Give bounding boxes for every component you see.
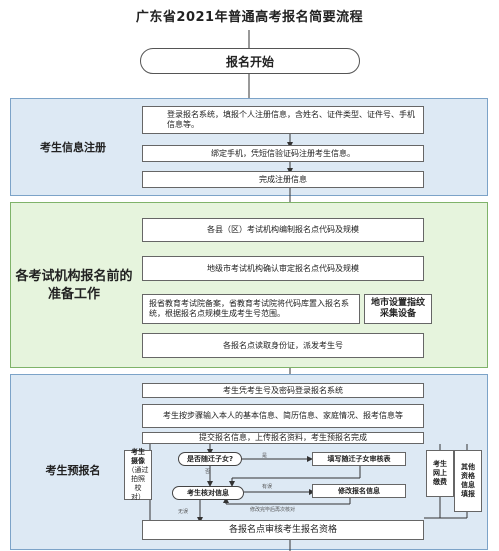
submit-info-box: 提交报名信息，上传报名资料，考生预报名完成 xyxy=(142,432,424,444)
fingerprint-device-box: 地市设置指纹采集设备 xyxy=(364,294,432,324)
check-info-node: 考生核对信息 xyxy=(172,486,244,500)
id-read-box: 各报名点读取身份证，派发考生号 xyxy=(142,333,424,358)
decision-migrant-child: 是否随迁子女? xyxy=(178,452,242,466)
city-confirm-text: 地级市考试机构确认审定报名点代码及规模 xyxy=(207,263,359,273)
bind-phone-box: 绑定手机，凭短信验证码注册考生信息。 xyxy=(142,145,424,162)
section-label-pre-registration: 考生预报名 xyxy=(45,464,101,477)
camera-line-2: 摄像 xyxy=(131,457,145,465)
correct-label: 无误 xyxy=(178,509,189,515)
input-info-box: 考生按步骤输入本人的基本信息、简历信息、家庭情况、报考信息等 xyxy=(142,404,424,428)
qualification-check-text: 各报名点审核考生报名资格 xyxy=(228,525,337,535)
page-title: 广东省2021年普通高考报名简要流程 xyxy=(135,10,364,25)
register-complete-box: 完成注册信息 xyxy=(142,171,424,188)
migrant-form-box: 填写随迁子女审核表 xyxy=(312,452,406,466)
recheck-label: 修改完毕后再次核对 xyxy=(250,507,296,513)
login-system-box: 考生凭考生号及密码登录报名系统 xyxy=(142,383,424,398)
county-code-box: 各县（区）考试机构编制报名点代码及规模 xyxy=(142,218,424,242)
id-read-text: 各报名点读取身份证，派发考生号 xyxy=(223,340,343,350)
city-confirm-box: 地级市考试机构确认审定报名点代码及规模 xyxy=(142,256,424,281)
other-line-4: 填报 xyxy=(461,490,475,498)
province-record-text: 报省教育考试院备案，省教育考试院将代码库置入报名系统，根据报名点规模生成考生号范… xyxy=(149,299,349,318)
register-login-box: 登录报名系统，填报个人注册信息，含姓名、证件类型、证件号、手机信息等。 xyxy=(142,106,424,134)
start-node: 报名开始 xyxy=(140,48,360,74)
county-code-text: 各县（区）考试机构编制报名点代码及规模 xyxy=(207,225,359,234)
other-line-1: 其他 xyxy=(461,463,475,471)
check-info-text: 考生核对信息 xyxy=(187,489,229,497)
section-label-registration: 考生信息注册 xyxy=(40,141,106,154)
decision-migrant-child-text: 是否随迁子女? xyxy=(186,455,234,463)
camera-photo-box: 考生 摄像 （通过 拍照 校 对） xyxy=(124,448,152,501)
modify-info-text: 修改报名信息 xyxy=(338,487,380,495)
payment-line-2: 网上 xyxy=(433,469,447,477)
camera-line-5: 校 xyxy=(134,484,142,492)
province-record-box: 报省教育考试院备案，省教育考试院将代码库置入报名系统，根据报名点规模生成考生号范… xyxy=(142,294,360,324)
error-label: 有误 xyxy=(262,484,273,490)
online-payment-box: 考生 网上 缴费 xyxy=(426,450,454,497)
input-info-text: 考生按步骤输入本人的基本信息、简历信息、家庭情况、报考信息等 xyxy=(163,411,403,420)
camera-line-1: 考生 xyxy=(131,448,145,456)
submit-info-text: 提交报名信息，上传报名资料，考生预报名完成 xyxy=(199,433,367,442)
other-info-box: 其他 资格 信息 填报 xyxy=(454,450,482,512)
bind-phone-text: 绑定手机，凭短信验证码注册考生信息。 xyxy=(211,148,355,158)
payment-line-3: 缴费 xyxy=(433,478,447,486)
register-complete-text: 完成注册信息 xyxy=(259,174,307,184)
start-label: 报名开始 xyxy=(225,54,274,69)
migrant-form-text: 填写随迁子女审核表 xyxy=(327,455,391,463)
camera-line-4: 拍照 xyxy=(131,475,145,483)
other-line-2: 资格 xyxy=(461,472,475,480)
payment-line-1: 考生 xyxy=(433,460,447,468)
qualification-check-box: 各报名点审核考生报名资格 xyxy=(142,520,424,540)
login-system-text: 考生凭考生号及密码登录报名系统 xyxy=(223,385,343,395)
no-label: 否 xyxy=(205,469,211,475)
register-login-text: 登录报名系统，填报个人注册信息，含姓名、证件类型、证件号、手机信息等。 xyxy=(167,110,415,129)
yes-label: 是 xyxy=(262,453,268,459)
fingerprint-device-text: 地市设置指纹采集设备 xyxy=(370,298,425,319)
modify-info-box: 修改报名信息 xyxy=(312,484,406,498)
camera-line-3: （通过 xyxy=(127,466,149,474)
other-line-3: 信息 xyxy=(461,481,475,489)
section-label-preparation: 各考试机构报名前的准备工作 xyxy=(15,269,133,302)
camera-line-6: 对） xyxy=(131,493,145,501)
